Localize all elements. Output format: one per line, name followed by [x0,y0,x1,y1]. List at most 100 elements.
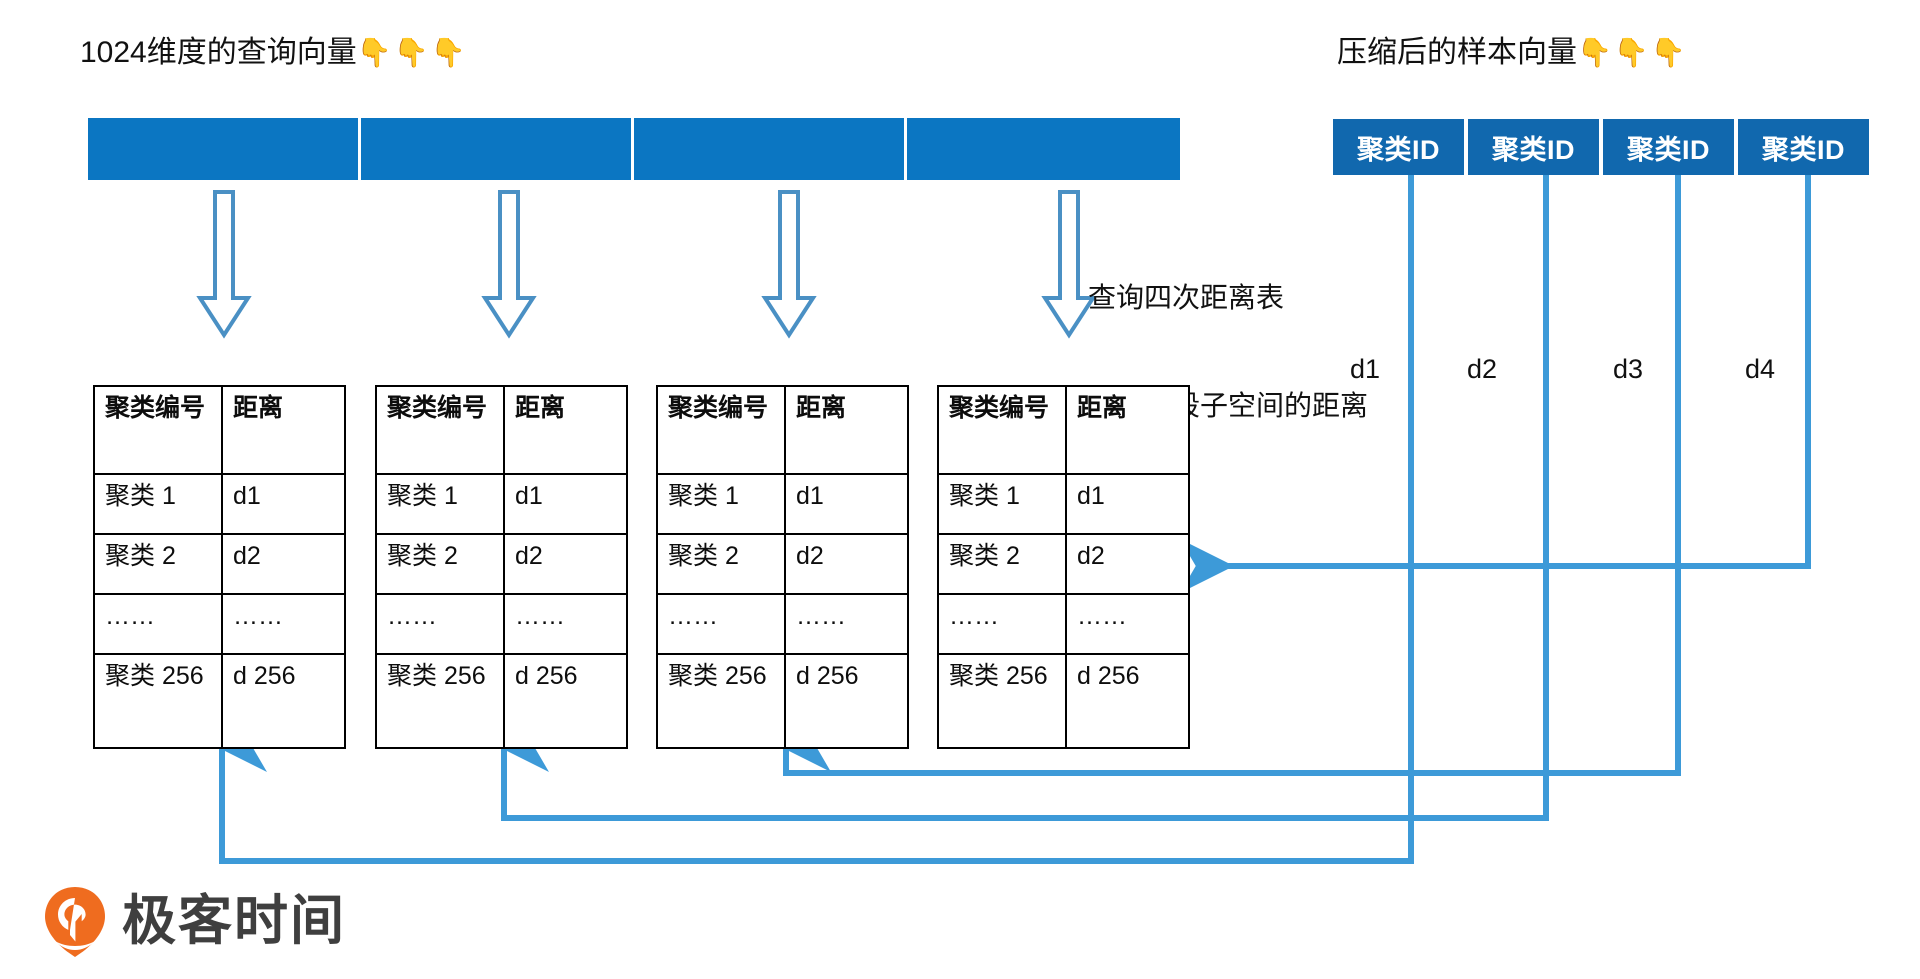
distance-label-d4: d4 [1745,354,1776,384]
distance-table-3: 聚类编号 距离 聚类 1 d1 聚类 2 d2 …… …… 聚类 256 d 2… [656,385,909,749]
distance-label-d1: d1 [1350,354,1381,384]
cell-distance: d 256 [503,653,628,749]
cluster-id-cell-3[interactable]: 聚类ID [1603,119,1734,175]
table-row: 聚类 256 d 256 [375,653,628,749]
cell-distance: d2 [503,533,628,595]
cell-cluster: 聚类 256 [937,653,1067,749]
cell-cluster-ellipsis: …… [656,593,786,655]
cell-cluster: 聚类 2 [656,533,786,595]
connector-cell3-to-table3 [777,175,1681,776]
cell-cluster: 聚类 2 [937,533,1067,595]
cell-distance-ellipsis: …… [1065,593,1190,655]
cell-distance-ellipsis: …… [503,593,628,655]
table-row: 聚类 2 d2 [375,533,628,595]
table-row: 聚类 2 d2 [937,533,1190,595]
query-vector-segment-3[interactable] [634,118,907,180]
cell-cluster-ellipsis: …… [937,593,1067,655]
cell-distance: d 256 [1065,653,1190,749]
cell-cluster: 聚类 256 [93,653,223,749]
table-row: 聚类 256 d 256 [656,653,909,749]
cell-cluster-ellipsis: …… [375,593,505,655]
cell-distance: d 256 [784,653,909,749]
header-cluster-id: 聚类编号 [93,385,223,475]
cluster-id-cell-1-label: 聚类ID [1357,134,1440,165]
distance-table-4: 聚类编号 距离 聚类 1 d1 聚类 2 d2 …… …… 聚类 256 d 2… [937,385,1190,749]
pointing-down-emoji-group-right: 👇👇👇 [1577,37,1688,68]
table-row-ellipsis: …… …… [656,593,909,655]
distance-label-d2: d2 [1467,354,1498,384]
cell-cluster: 聚类 256 [375,653,505,749]
cell-cluster: 聚类 256 [656,653,786,749]
connector-cell4-to-table4 [1180,175,1811,593]
cluster-id-cell-3-label: 聚类ID [1627,134,1710,165]
table-row-ellipsis: …… …… [375,593,628,655]
table-row: 聚类 256 d 256 [93,653,346,749]
compressed-vector-title-text: 压缩后的样本向量 [1337,36,1577,69]
connector-cell2-to-table2 [495,175,1549,821]
cell-distance: d1 [503,473,628,535]
table-header-row: 聚类编号 距离 [93,385,346,475]
cell-cluster: 聚类 1 [937,473,1067,535]
cell-cluster: 聚类 1 [93,473,223,535]
cell-cluster-ellipsis: …… [93,593,223,655]
query-vector-bar [88,118,1180,180]
geektime-logo: 极客时间 [42,885,346,957]
cell-distance: d 256 [221,653,346,749]
distance-table-2: 聚类编号 距离 聚类 1 d1 聚类 2 d2 …… …… 聚类 256 d 2… [375,385,628,749]
cluster-id-cell-4[interactable]: 聚类ID [1738,119,1869,175]
header-distance: 距离 [503,385,628,475]
pointing-down-emoji-group-left: 👇👇👇 [356,37,468,68]
cell-distance: d1 [784,473,909,535]
cluster-id-cell-4-label: 聚类ID [1762,134,1845,165]
table-header-row: 聚类编号 距离 [656,385,909,475]
header-cluster-id: 聚类编号 [375,385,505,475]
table-row: 聚类 2 d2 [93,533,346,595]
table-row-ellipsis: …… …… [93,593,346,655]
block-arrow-down-1 [196,190,252,339]
geektime-logo-text: 极客时间 [122,891,346,951]
query-vector-title: 1024维度的查询向量👇👇👇 [80,36,467,70]
header-distance: 距离 [784,385,909,475]
cluster-id-cell-2[interactable]: 聚类ID [1468,119,1599,175]
cell-distance: d2 [784,533,909,595]
block-arrow-down-4 [1041,190,1097,339]
block-arrow-down-2 [481,190,537,339]
query-vector-title-text: 1024维度的查询向量 [80,36,357,69]
distance-table-1: 聚类编号 距离 聚类 1 d1 聚类 2 d2 …… …… 聚类 256 d 2… [93,385,346,749]
cell-distance: d1 [221,473,346,535]
distance-label-d3: d3 [1613,354,1644,384]
query-vector-segment-4[interactable] [907,118,1180,180]
header-cluster-id: 聚类编号 [656,385,786,475]
table-row-ellipsis: …… …… [937,593,1190,655]
table-row: 聚类 1 d1 [656,473,909,535]
connector-cell1-to-table1 [213,175,1414,864]
table-row: 聚类 2 d2 [656,533,909,595]
query-vector-segment-1[interactable] [88,118,361,180]
table-row: 聚类 1 d1 [93,473,346,535]
cell-distance: d2 [221,533,346,595]
cluster-id-cell-1[interactable]: 聚类ID [1333,119,1464,175]
header-distance: 距离 [221,385,346,475]
cell-distance: d1 [1065,473,1190,535]
cell-cluster: 聚类 1 [375,473,505,535]
compressed-vector-title: 压缩后的样本向量👇👇👇 [1337,36,1688,70]
table-row: 聚类 256 d 256 [937,653,1190,749]
query-vector-segment-2[interactable] [361,118,634,180]
header-distance: 距离 [1065,385,1190,475]
cell-cluster: 聚类 2 [375,533,505,595]
query-annotation-line-1: 查询四次距离表 [1088,282,1285,313]
cluster-id-cell-2-label: 聚类ID [1492,134,1575,165]
header-cluster-id: 聚类编号 [937,385,1067,475]
table-row: 聚类 1 d1 [937,473,1190,535]
table-header-row: 聚类编号 距离 [937,385,1190,475]
cell-distance-ellipsis: …… [784,593,909,655]
cell-cluster: 聚类 1 [656,473,786,535]
compressed-vector-bar: 聚类ID 聚类ID 聚类ID 聚类ID [1333,119,1869,175]
block-arrow-down-3 [761,190,817,339]
geektime-mark-icon [42,885,108,957]
cell-distance-ellipsis: …… [221,593,346,655]
table-header-row: 聚类编号 距离 [375,385,628,475]
table-row: 聚类 1 d1 [375,473,628,535]
cell-distance: d2 [1065,533,1190,595]
